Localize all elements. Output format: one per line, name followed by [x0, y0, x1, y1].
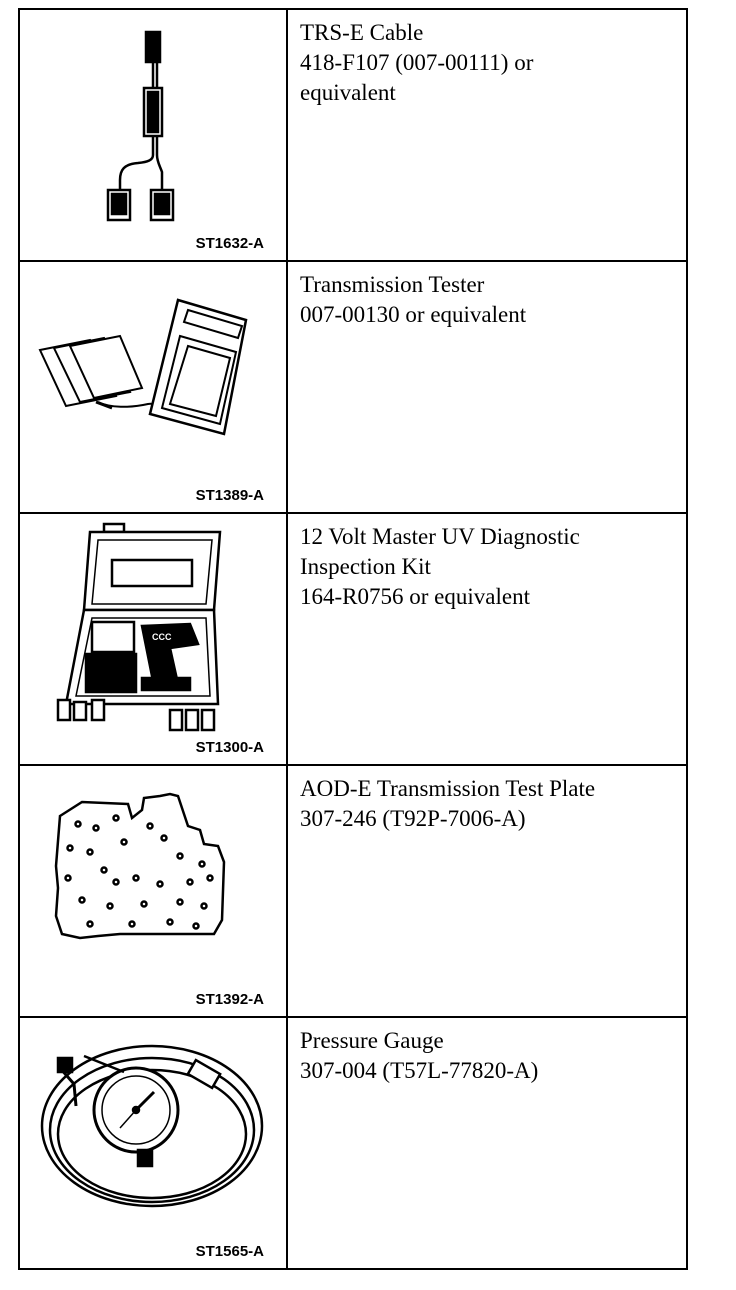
tool-part-number: 307-004 (T57L-77820-A) — [300, 1058, 539, 1083]
tool-description: Pressure Gauge 307-004 (T57L-77820-A) — [288, 1018, 686, 1268]
tool-description: 12 Volt Master UV Diagnostic Inspection … — [288, 514, 686, 764]
tool-part-number: 418-F107 (007-00111) or — [300, 50, 534, 75]
tool-name-cont: Inspection Kit — [300, 554, 431, 579]
tool-illustration-cell: CCC ST1300-A — [20, 514, 288, 764]
cable-icon — [106, 30, 175, 222]
reference-code: ST1300-A — [195, 739, 264, 756]
tool-description: Transmission Tester 007-00130 or equival… — [288, 262, 686, 512]
tool-part-number: 307-246 (T92P-7006-A) — [300, 806, 526, 831]
tool-description: TRS-E Cable 418-F107 (007-00111) or equi… — [288, 10, 686, 260]
pressure-gauge-icon — [40, 1044, 264, 1208]
tool-row-pressure-gauge: ST1565-A Pressure Gauge 307-004 (T57L-77… — [20, 1018, 686, 1268]
test-plate-icon — [54, 792, 226, 940]
special-tools-table: ST1632-A TRS-E Cable 418-F107 (007-00111… — [18, 8, 688, 1270]
reference-code: ST1392-A — [195, 991, 264, 1008]
tool-row-transmission-tester: ST1389-A Transmission Tester 007-00130 o… — [20, 262, 686, 514]
tool-row-trs-e-cable: ST1632-A TRS-E Cable 418-F107 (007-00111… — [20, 10, 686, 262]
tool-row-test-plate: ST1392-A AOD-E Transmission Test Plate 3… — [20, 766, 686, 1018]
svg-text:CCC: CCC — [152, 632, 172, 642]
tool-description: AOD-E Transmission Test Plate 307-246 (T… — [288, 766, 686, 1016]
tool-illustration-cell: ST1632-A — [20, 10, 288, 260]
tool-illustration-cell: ST1565-A — [20, 1018, 288, 1268]
tester-icon — [38, 298, 248, 436]
tool-row-uv-diagnostic-kit: CCC ST1300-A 12 Volt Master UV Diagnosti… — [20, 514, 686, 766]
tool-part-number-cont: equivalent — [300, 80, 396, 105]
tool-illustration-cell: ST1392-A — [20, 766, 288, 1016]
tool-part-number: 007-00130 or equivalent — [300, 302, 527, 327]
tool-part-number: 164-R0756 or equivalent — [300, 584, 530, 609]
reference-code: ST1389-A — [195, 487, 264, 504]
reference-code: ST1632-A — [195, 235, 264, 252]
tool-name: Pressure Gauge — [300, 1028, 444, 1053]
uv-kit-icon: CCC — [56, 522, 222, 732]
tool-name: 12 Volt Master UV Diagnostic — [300, 524, 580, 549]
tool-name: TRS-E Cable — [300, 20, 424, 45]
tool-name: AOD-E Transmission Test Plate — [300, 776, 596, 801]
reference-code: ST1565-A — [195, 1243, 264, 1260]
tool-illustration-cell: ST1389-A — [20, 262, 288, 512]
tool-name: Transmission Tester — [300, 272, 485, 297]
